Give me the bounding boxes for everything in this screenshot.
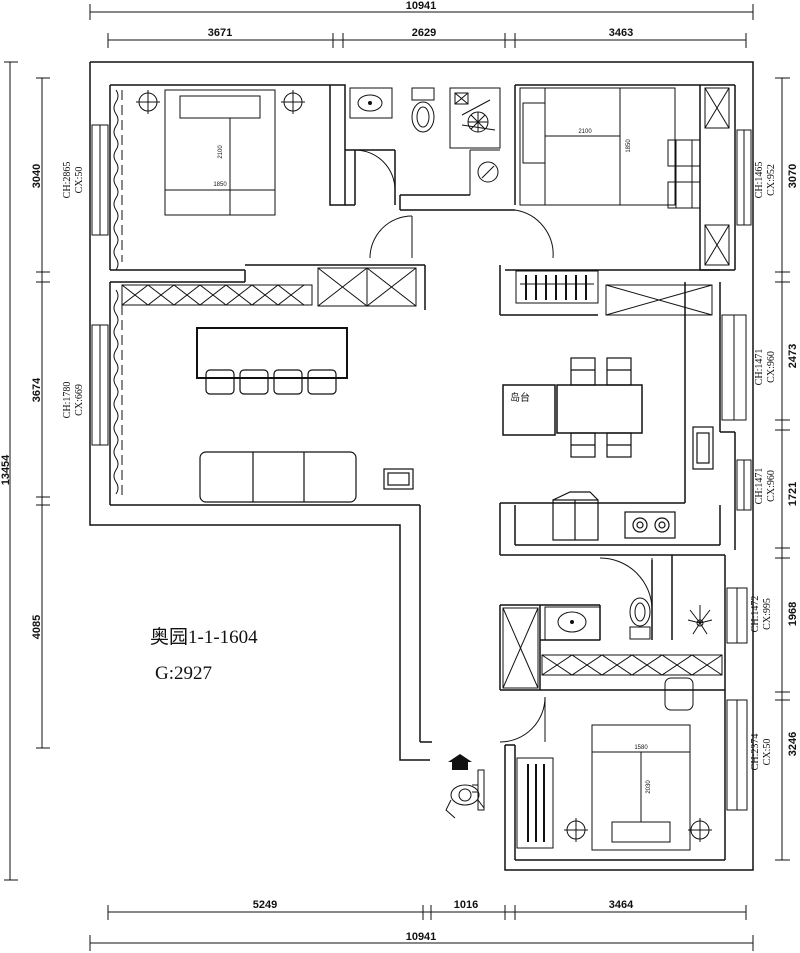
- window-label-ch: CH:2865: [62, 162, 73, 199]
- bathroom-2: [544, 597, 713, 641]
- window-label-cx: CX:960: [766, 351, 777, 383]
- bed-1-width: 1850: [213, 182, 227, 188]
- bed-3-width: 1580: [634, 745, 648, 751]
- dim-right-seg-3: 1721: [787, 482, 799, 506]
- dim-left-seg-1: 3040: [31, 164, 43, 188]
- window-label-cx: CX:995: [762, 598, 773, 630]
- desk-chair: [664, 677, 694, 711]
- dim-left-seg-2: 3674: [31, 377, 43, 402]
- bed-2-width: 1850: [626, 139, 632, 153]
- dim-bottom-seg-3: 3464: [609, 899, 634, 911]
- bed-3-length: 2030: [646, 780, 652, 794]
- dim-right-seg-5: 3246: [787, 732, 799, 756]
- dim-top-total: 10941: [406, 0, 437, 12]
- window-label-cx: CX:960: [766, 470, 777, 502]
- sofa: [199, 451, 357, 503]
- project-title: 奥园1-1-1604: [150, 626, 258, 648]
- window-label-cx: CX:952: [766, 164, 777, 196]
- dim-left-total: 13454: [0, 454, 12, 485]
- dim-top-seg-3: 3463: [609, 27, 633, 39]
- living-furniture: [196, 327, 414, 503]
- dimension-lines: [4, 4, 790, 951]
- sink-2: [544, 606, 601, 641]
- bed-2: [519, 87, 701, 209]
- bed-3: [564, 677, 712, 851]
- doors: [369, 209, 653, 743]
- window-label-ch: CH:1471: [754, 468, 765, 505]
- toilet: [411, 87, 435, 101]
- windows: [91, 124, 752, 811]
- window-label-ch: CH:1465: [754, 162, 765, 199]
- window-labels: CH:2865 CX:50 CH:1465 CX:952 CH:1780 CX:…: [62, 162, 777, 771]
- bed-1: [136, 89, 305, 216]
- dim-bottom-seg-2: 1016: [454, 899, 478, 911]
- plant: [687, 605, 713, 635]
- island-label: 岛台: [510, 391, 530, 404]
- sink: [349, 87, 393, 119]
- shower: [449, 87, 501, 149]
- dim-bottom-seg-1: 5249: [253, 899, 277, 911]
- island: [502, 384, 556, 436]
- kitchen-furniture: [502, 357, 714, 541]
- window-label-ch: CH:2374: [750, 734, 761, 771]
- kitchen-sink: [692, 426, 714, 470]
- dim-top-seg-2: 2629: [412, 27, 436, 39]
- window-label-ch: CH:1780: [62, 382, 73, 419]
- tv-stand: [383, 468, 414, 490]
- dining-table: [556, 384, 643, 434]
- dim-top-seg-1: 3671: [208, 27, 232, 39]
- window-label-ch: CH:1472: [750, 596, 761, 633]
- dining-table-living: [196, 327, 348, 379]
- curtains: [113, 89, 123, 500]
- stove: [624, 511, 676, 539]
- window-label-cx: CX:669: [74, 384, 85, 416]
- person-icon: [445, 769, 485, 819]
- rack-bars: [525, 275, 587, 842]
- window-label-cx: CX:50: [762, 739, 773, 766]
- bed-2-length: 2100: [578, 129, 592, 135]
- bed-1-length: 2100: [218, 145, 224, 159]
- window-label-cx: CX:50: [74, 167, 85, 194]
- dim-right-seg-2: 2473: [787, 344, 799, 368]
- project-code: G:2927: [155, 663, 212, 684]
- dim-bottom-total: 10941: [406, 931, 437, 943]
- bathroom-1: [349, 87, 501, 195]
- dim-right-seg-1: 3070: [787, 164, 799, 188]
- window-label-ch: CH:1471: [754, 349, 765, 386]
- dim-left-seg-3: 4085: [31, 615, 43, 639]
- wardrobe-bedroom2: [704, 87, 730, 266]
- cabinets: [121, 267, 723, 849]
- dim-right-seg-4: 1968: [787, 602, 799, 626]
- toilet-2: [629, 626, 651, 640]
- entrance-arrow-icon: [448, 754, 472, 770]
- walls: [89, 61, 754, 871]
